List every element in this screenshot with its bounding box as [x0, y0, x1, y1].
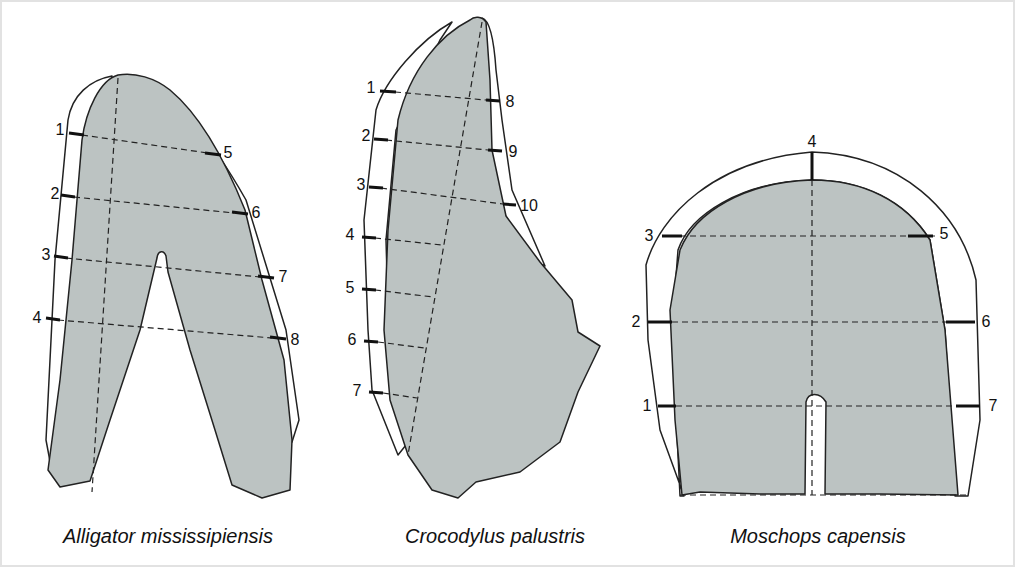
- callout-number: 10: [520, 198, 538, 214]
- callout-number: 2: [632, 314, 641, 330]
- callout-number: 1: [367, 80, 376, 96]
- callout-number: 3: [42, 247, 51, 263]
- callout-number: 5: [940, 226, 949, 242]
- callout-number: 1: [56, 122, 65, 138]
- callout-number: 1: [643, 398, 652, 414]
- callout-number: 3: [645, 228, 654, 244]
- callout-number: 5: [224, 145, 233, 161]
- callout-number: 8: [291, 332, 300, 348]
- callout-number: 4: [808, 134, 817, 150]
- callout-number: 2: [362, 128, 371, 144]
- callout-number: 6: [982, 314, 991, 330]
- callout-number: 6: [348, 332, 357, 348]
- callout-number: 6: [252, 205, 261, 221]
- callout-number: 5: [346, 280, 355, 296]
- callout-number: 9: [509, 144, 518, 160]
- callout-number: 7: [279, 269, 288, 285]
- callout-number: 3: [357, 177, 366, 193]
- callout-number: 4: [33, 310, 42, 326]
- callout-number: 7: [989, 398, 998, 414]
- callout-number: 7: [353, 383, 362, 399]
- callout-number: 2: [51, 186, 60, 202]
- callout-number: 8: [506, 94, 515, 110]
- callout-number: 4: [346, 227, 355, 243]
- species-caption: Crocodylus palustris: [405, 526, 585, 546]
- species-caption: Alligator mississipiensis: [63, 526, 273, 546]
- species-caption: Moschops capensis: [730, 526, 906, 546]
